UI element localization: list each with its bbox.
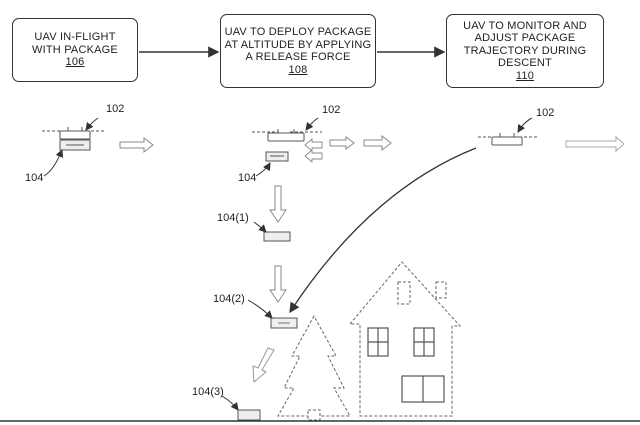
label-uav-a: 102 — [106, 103, 125, 115]
label-package-2: 104(2) — [213, 293, 245, 305]
step-text: UAV TO MONITOR AND ADJUST PACKAGE TRAJEC… — [463, 19, 587, 70]
step-text: UAV IN-FLIGHT WITH PACKAGE — [32, 31, 118, 56]
motion-arrow-icon — [119, 136, 154, 154]
uav-drone-icon — [478, 133, 538, 146]
release-force-arrow-icon — [304, 149, 323, 163]
motion-arrow-icon — [565, 135, 625, 153]
step-box-inflight: UAV IN-FLIGHT WITH PACKAGE 106 — [12, 18, 138, 82]
step-ref: 110 — [515, 69, 535, 82]
window-icon — [367, 327, 445, 403]
motion-arrow-icon — [329, 136, 355, 150]
step-ref: 108 — [288, 63, 308, 76]
uav-drone-icon — [42, 127, 104, 151]
release-force-arrow-icon — [304, 138, 323, 152]
label-package-1: 104(1) — [217, 212, 249, 224]
step-text: UAV TO DEPLOY PACKAGE AT ALTITUDE BY APP… — [224, 26, 372, 63]
label-package-a: 104 — [25, 172, 44, 184]
trajectory-arrow — [289, 147, 477, 314]
label-package-3: 104(3) — [192, 386, 224, 398]
label-package-b: 104 — [238, 172, 257, 184]
step-box-deploy: UAV TO DEPLOY PACKAGE AT ALTITUDE BY APP… — [220, 14, 376, 88]
label-uav-c: 102 — [536, 107, 555, 119]
descent-arrow-icon — [269, 265, 287, 303]
house-icon — [348, 261, 462, 417]
descent-arrow-icon — [252, 347, 275, 384]
step-ref: 106 — [65, 56, 85, 69]
tree-icon — [277, 314, 351, 421]
package-icon — [263, 231, 291, 242]
uav-drone-icon — [252, 129, 322, 162]
descent-arrow-icon — [269, 185, 287, 223]
package-icon — [237, 409, 261, 421]
label-uav-b: 102 — [322, 104, 341, 116]
motion-arrow-icon — [363, 134, 392, 152]
step-box-monitor: UAV TO MONITOR AND ADJUST PACKAGE TRAJEC… — [446, 14, 604, 88]
